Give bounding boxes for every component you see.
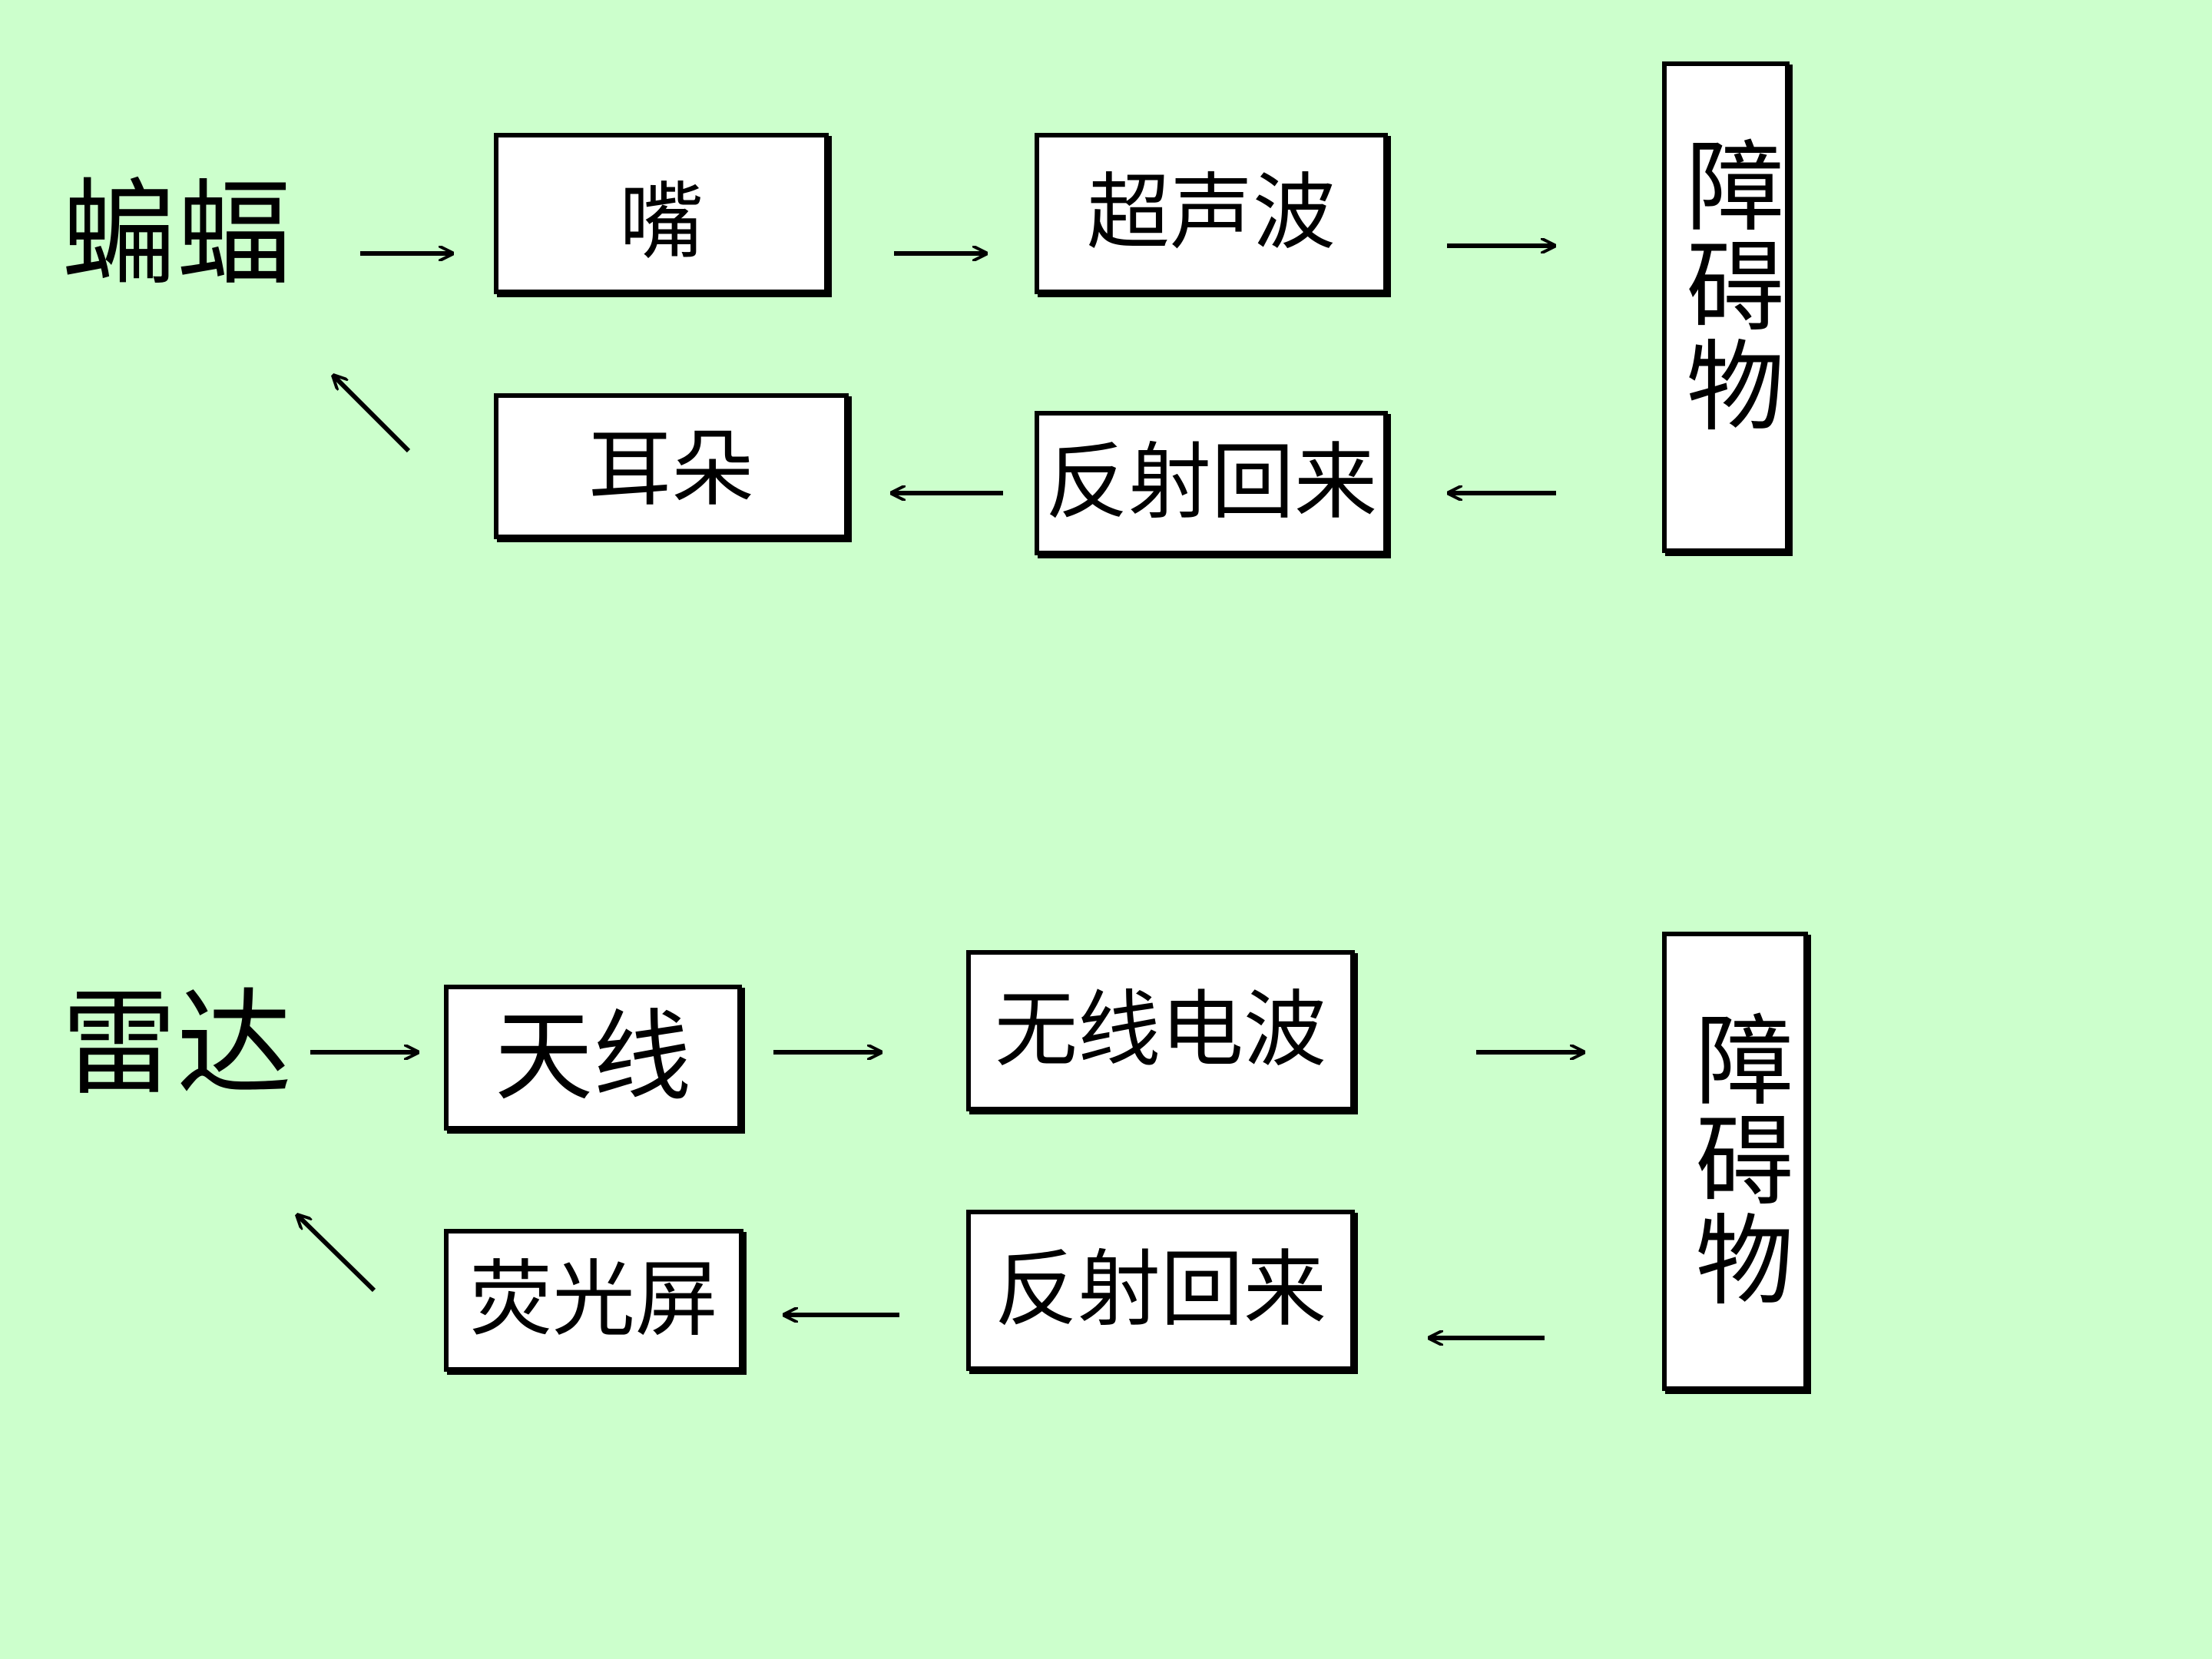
arrow-left-icon [780,1292,899,1338]
radar-subject-label: 雷达 [61,978,293,1111]
radar-emitter-label: 天线 [494,1000,691,1114]
bat-obstacle-label: 障碍物 [1669,135,1783,435]
bat-emitter-label: 嘴 [619,173,704,271]
arrow-right-icon [1476,1029,1588,1075]
arrow-left-icon [887,470,1003,516]
arrow-right-icon [310,1029,422,1075]
arrow-up-left-icon [323,365,411,453]
radar-wave-label: 无线电波 [994,982,1326,1078]
radar-wave-box: 无线电波 [966,950,1355,1111]
radar-obstacle-label: 障碍物 [1678,1009,1793,1309]
radar-obstacle-box: 障碍物 [1662,932,1808,1391]
arrow-right-icon [773,1029,886,1075]
radar-emitter-box: 天线 [444,985,742,1131]
radar-reflect-label: 反射回来 [994,1242,1326,1338]
bat-reflect-box: 反射回来 [1035,411,1388,555]
bat-wave-label: 超声波 [1086,165,1336,261]
bat-receiver-label: 耳朵 [588,422,754,518]
bat-receiver-box: 耳朵 [494,393,849,539]
radar-receiver-box: 荧光屏 [444,1229,743,1372]
arrow-right-icon [1447,223,1559,269]
arrow-left-icon [1444,470,1556,516]
arrow-right-icon [894,230,991,276]
bat-subject-label: 蝙蝠 [61,167,293,301]
bat-obstacle-box: 障碍物 [1662,61,1790,553]
arrow-right-icon [360,230,457,276]
radar-receiver-label: 荧光屏 [469,1252,718,1348]
bat-emitter-box: 嘴 [494,133,829,294]
radar-reflect-box: 反射回来 [966,1210,1355,1371]
arrow-up-left-icon [288,1206,376,1293]
bat-wave-box: 超声波 [1035,133,1388,294]
bat-reflect-label: 反射回来 [1045,435,1377,531]
arrow-left-icon [1425,1315,1545,1361]
